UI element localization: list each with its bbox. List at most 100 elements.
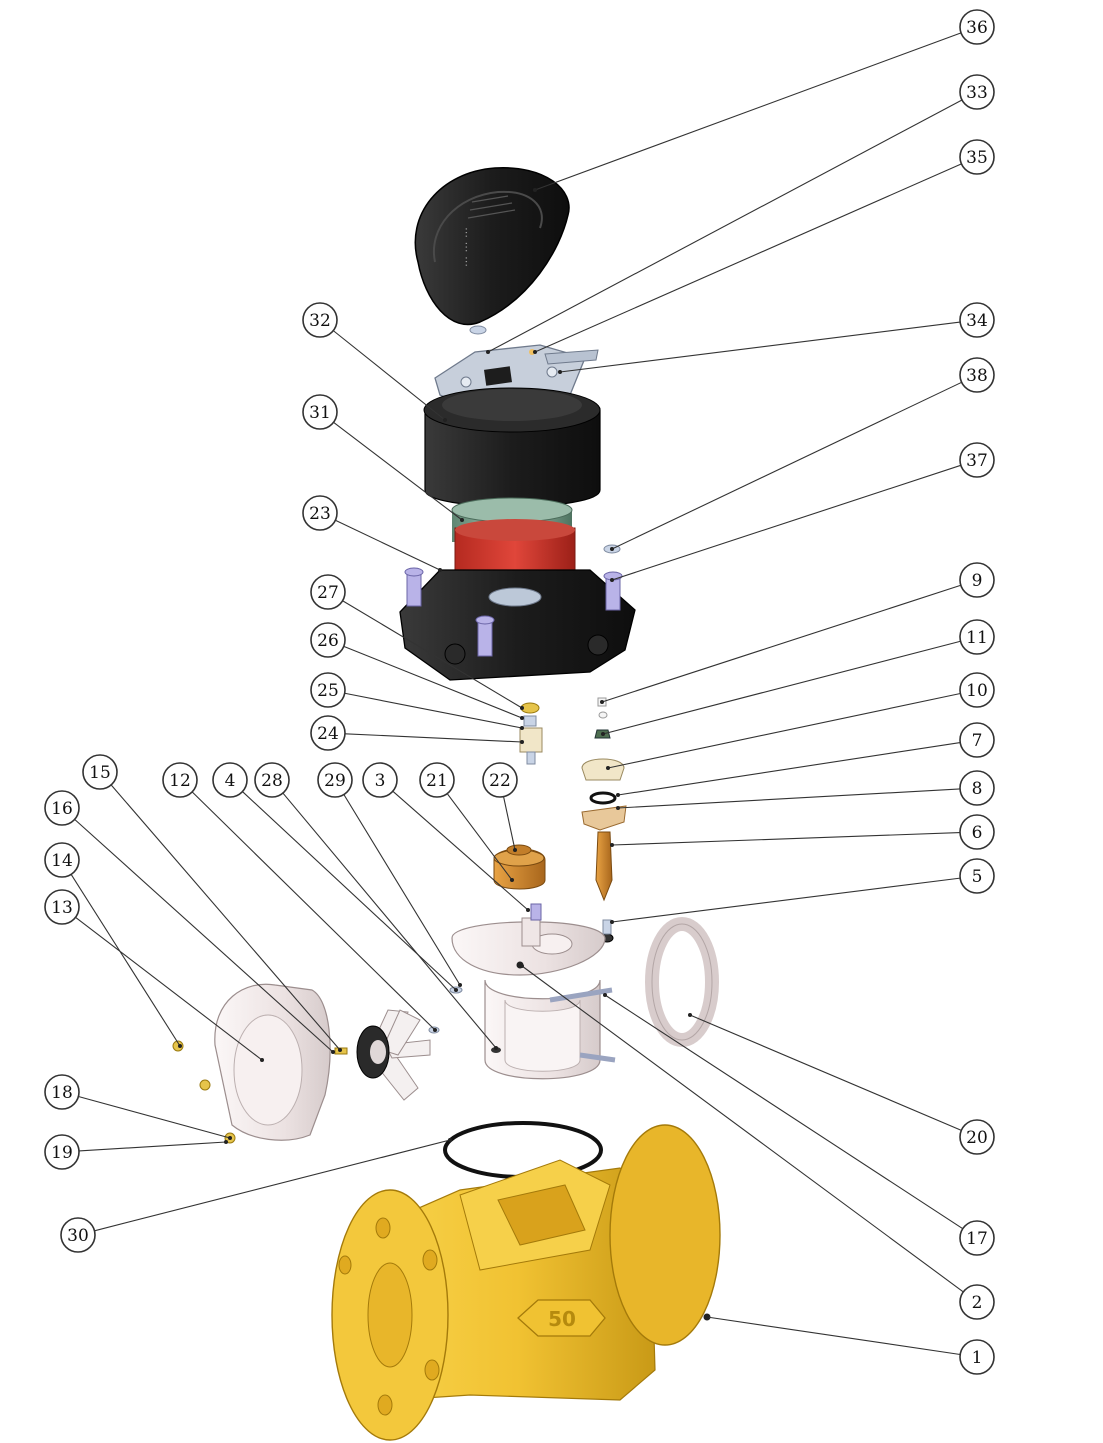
callout-number: 34: [966, 311, 988, 331]
callout-17: 17: [959, 1220, 995, 1256]
leader-dot-12: [433, 1028, 437, 1032]
leader-line-7: [617, 742, 961, 796]
callout-number: 22: [489, 771, 511, 791]
leader-dot-23: [438, 568, 442, 572]
callout-circle: [310, 574, 346, 610]
callout-circle: [959, 858, 995, 894]
callout-28: 28: [254, 762, 290, 798]
meter-body: 50: [331, 1124, 721, 1441]
callout-circle: [302, 394, 338, 430]
callout-number: 14: [51, 851, 73, 871]
callout-number: 9: [972, 571, 983, 591]
leader-dot-21: [510, 878, 514, 882]
callout-37: 37: [959, 442, 995, 478]
callout-number: 26: [317, 631, 339, 651]
callout-21: 21: [419, 762, 455, 798]
callout-circle: [959, 770, 995, 806]
callout-19: 19: [44, 1134, 80, 1170]
leader-line-23: [335, 519, 441, 571]
callout-2: 2: [959, 1284, 995, 1320]
leader-lines: [70, 32, 964, 1356]
callout-7: 7: [959, 722, 995, 758]
callout-circle: [302, 302, 338, 338]
leader-dot-13: [260, 1058, 264, 1062]
callout-number: 11: [966, 628, 988, 648]
leader-dot-10: [606, 766, 610, 770]
leader-line-29: [343, 794, 461, 986]
callout-number: 8: [972, 779, 983, 799]
leader-line-14: [70, 874, 181, 1047]
callout-number: 30: [67, 1226, 89, 1246]
lid-brand-mark: ⋯ ⋯ ⋯: [460, 227, 473, 267]
leader-line-16: [74, 818, 334, 1053]
measuring-insert: [449, 903, 616, 1080]
brass-nut: [493, 844, 546, 890]
callout-circle: [419, 762, 455, 798]
callout-number: 12: [169, 771, 191, 791]
callout-12: 12: [162, 762, 198, 798]
leader-line-24: [344, 733, 523, 743]
leader-dot-9: [600, 700, 604, 704]
leader-dot-35: [533, 350, 537, 354]
callout-number: 31: [309, 403, 331, 423]
leader-line-9: [601, 584, 962, 703]
callout-38: 38: [959, 357, 995, 393]
lid-cover: ⋯ ⋯ ⋯: [414, 167, 570, 335]
leader-dot-34: [558, 370, 562, 374]
callout-number: 5: [972, 867, 983, 887]
leader-dot-7: [616, 793, 620, 797]
callout-circle: [362, 762, 398, 798]
callout-20: 20: [959, 1119, 995, 1155]
callout-5: 5: [959, 858, 995, 894]
callout-26: 26: [310, 622, 346, 658]
leader-dot-3: [526, 908, 530, 912]
body-emboss-number: 50: [548, 1307, 576, 1331]
leader-dot-25: [520, 726, 524, 730]
callout-number: 38: [966, 366, 988, 386]
leader-dot-5: [610, 920, 614, 924]
leader-line-31: [333, 421, 463, 521]
callout-number: 25: [317, 681, 339, 701]
callout-circle: [959, 302, 995, 338]
leader-line-10: [607, 692, 961, 769]
callout-circle: [959, 619, 995, 655]
leader-line-27: [342, 600, 523, 709]
callout-circle: [317, 762, 353, 798]
callout-circle: [44, 889, 80, 925]
leader-dot-28: [494, 1046, 498, 1050]
leader-line-8: [617, 788, 961, 809]
leader-line-3: [392, 790, 529, 911]
leader-line-19: [78, 1141, 227, 1152]
callout-circle: [44, 790, 80, 826]
callout-circle: [959, 9, 995, 45]
callout-number: 23: [309, 504, 331, 524]
leader-dot-36: [533, 188, 537, 192]
callout-number: 2: [972, 1293, 983, 1313]
leader-line-26: [343, 645, 523, 719]
leader-line-25: [344, 692, 523, 729]
leader-dot-22: [513, 848, 517, 852]
callout-circle: [44, 1074, 80, 1110]
leader-line-37: [611, 464, 962, 581]
leader-line-1: [706, 1316, 961, 1356]
leader-line-30: [94, 1139, 451, 1232]
callout-circle: [310, 715, 346, 751]
leader-line-20: [689, 1014, 962, 1131]
callout-number: 29: [324, 771, 346, 791]
callout-3: 3: [362, 762, 398, 798]
leader-dot-27: [520, 706, 524, 710]
leader-line-12: [191, 791, 436, 1031]
callout-circle: [959, 1284, 995, 1320]
leader-line-17: [604, 994, 964, 1230]
callout-number: 18: [51, 1083, 73, 1103]
leader-line-5: [611, 877, 961, 923]
callout-24: 24: [310, 715, 346, 751]
callout-number: 6: [972, 823, 983, 843]
callout-36: 36: [959, 9, 995, 45]
callout-circle: [959, 1220, 995, 1256]
leader-dot-19: [224, 1140, 228, 1144]
register-housing: [423, 387, 601, 508]
callout-25: 25: [310, 672, 346, 708]
